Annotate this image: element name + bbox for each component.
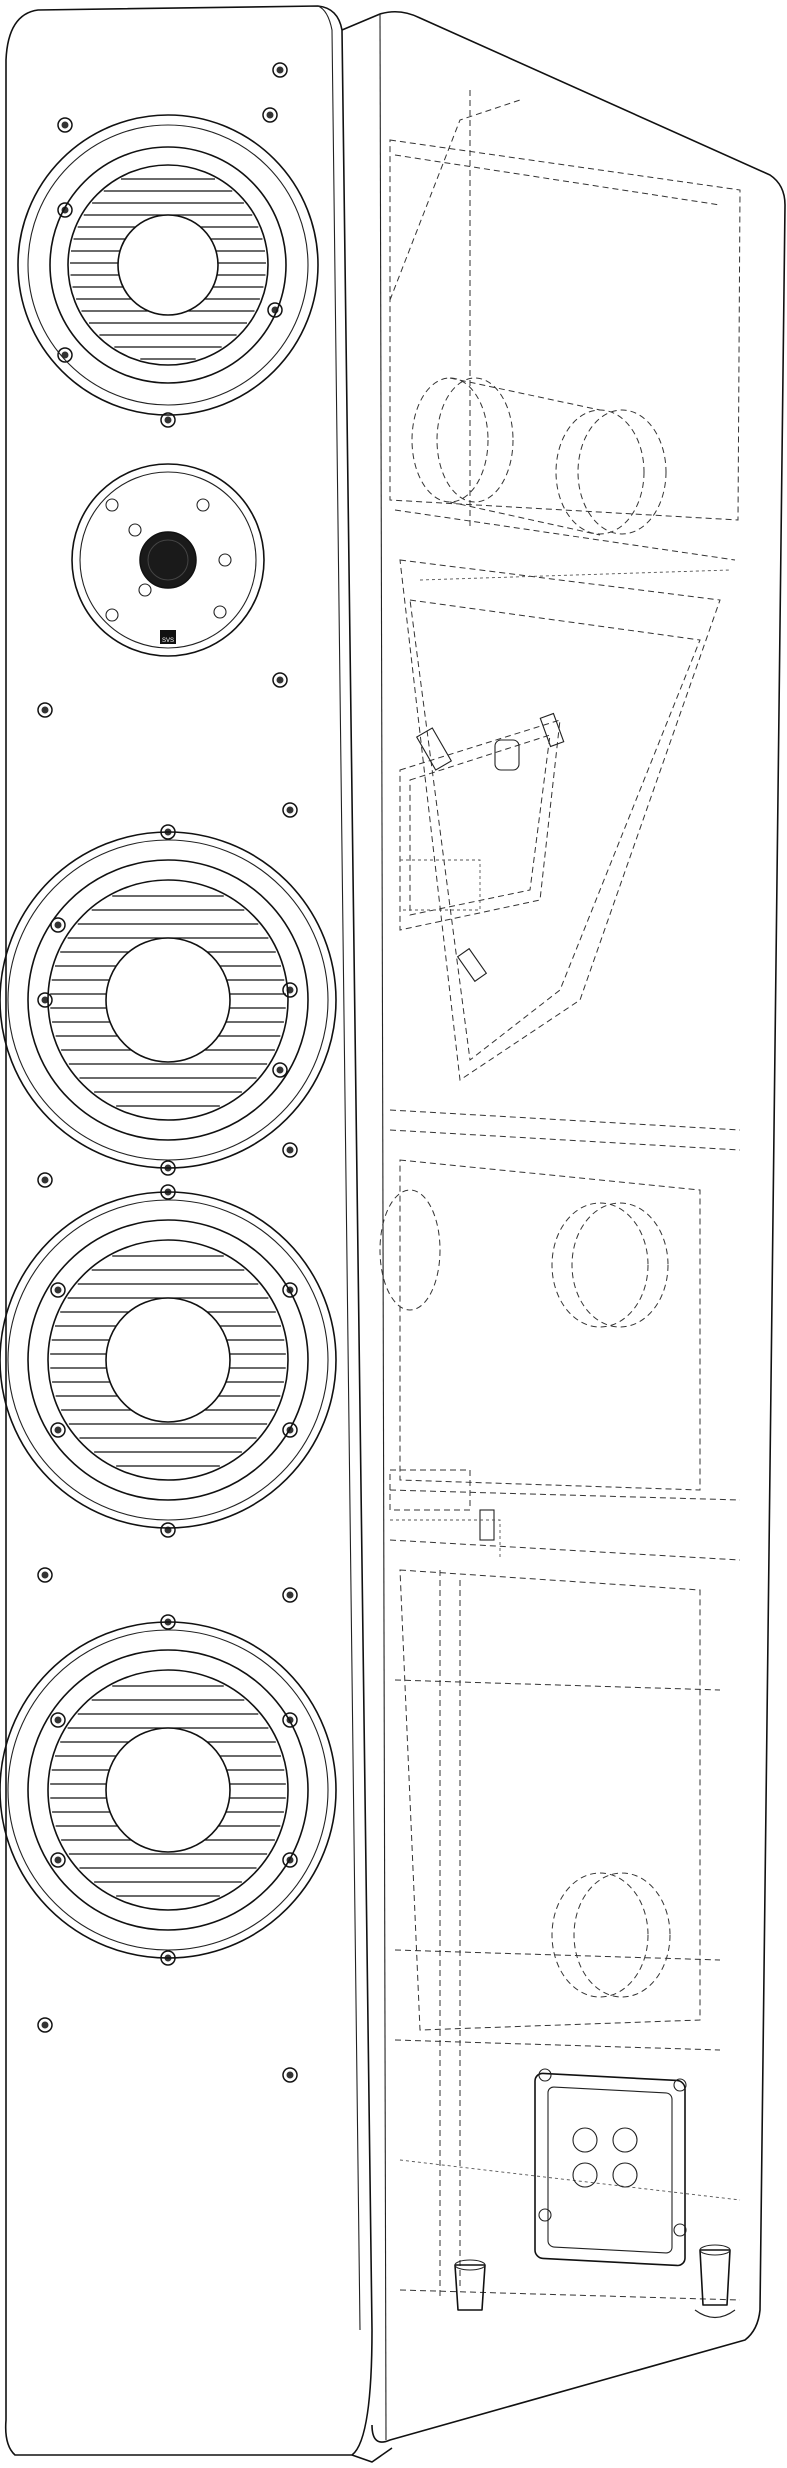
screw-head: [286, 1591, 294, 1599]
screw-head: [286, 1146, 294, 1154]
spike-foot-icon: [454, 2259, 486, 2311]
woofer-driver-icon: [0, 1621, 337, 1959]
screw-head: [266, 111, 274, 119]
screw-head: [61, 351, 69, 359]
screw-head: [41, 2021, 49, 2029]
internal-wiring-clip: [389, 1469, 501, 1560]
driver-grille: [50, 1685, 286, 1897]
brand-logo-icon: [160, 630, 176, 644]
screw-head: [54, 1426, 62, 1434]
internal-bracing: [389, 90, 741, 2301]
bass-port-tubes: [379, 377, 671, 1998]
driver-grille: [70, 178, 266, 360]
port-icon: [551, 1872, 671, 1998]
tweeter-icon: [71, 463, 265, 657]
tweeter-badge: SVS: [162, 638, 174, 644]
screw-head: [286, 806, 294, 814]
screw-head: [276, 66, 284, 74]
midrange-driver-icon: [17, 114, 319, 416]
port-icon: [379, 1189, 669, 1328]
screw-head: [54, 1716, 62, 1724]
port-icon: [411, 377, 667, 536]
terminal-plate-icon: [534, 2068, 687, 2267]
baffle-screws: [37, 62, 298, 2083]
screw-head: [164, 416, 172, 424]
cabinet-outline: [4, 5, 786, 2463]
screw-head: [276, 676, 284, 684]
screw-head: [41, 996, 49, 1004]
screw-head: [286, 2071, 294, 2079]
woofer-driver-icon: [0, 831, 337, 1169]
spike-foot-icon: [694, 2244, 736, 2319]
screw-head: [41, 1571, 49, 1579]
crossover-board-icon: [399, 712, 565, 983]
screw-head: [54, 1286, 62, 1294]
woofer-driver-icon: [0, 1191, 337, 1529]
screw-head: [41, 706, 49, 714]
driver-grille: [50, 895, 286, 1107]
screw-head: [41, 1176, 49, 1184]
screw-head: [54, 1856, 62, 1864]
screw-head: [276, 1066, 284, 1074]
screw-head: [54, 921, 62, 929]
screw-head: [61, 121, 69, 129]
